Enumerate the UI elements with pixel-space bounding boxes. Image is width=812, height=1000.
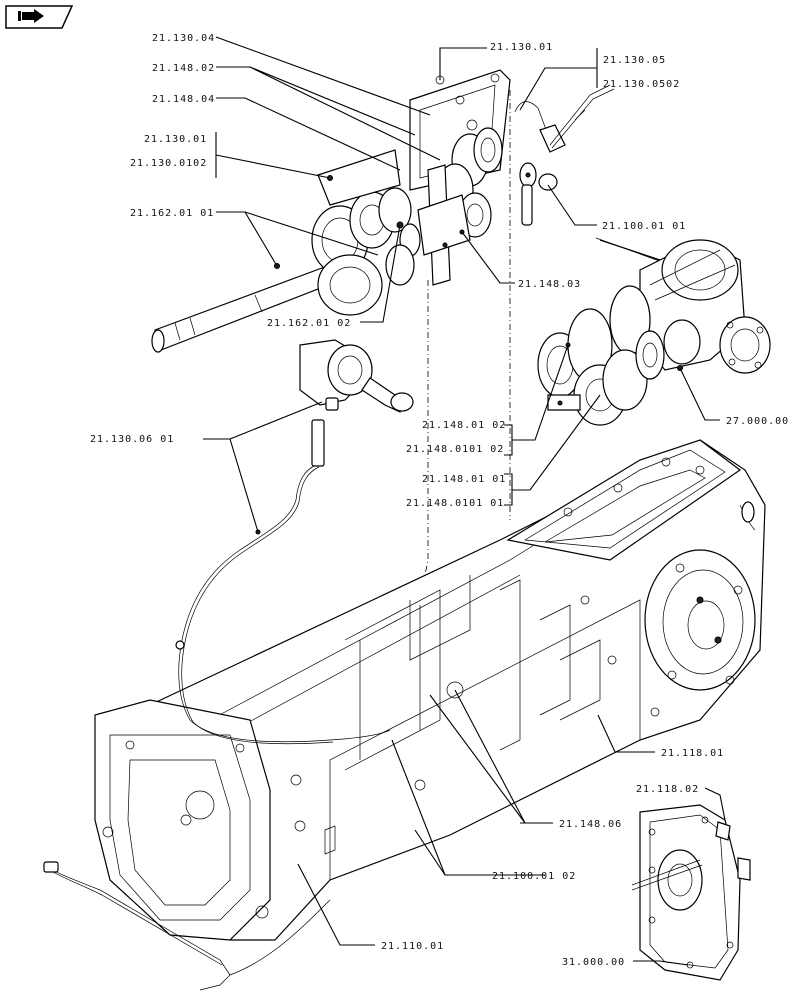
callout-21-148-0101-01[interactable]: 21.148.0101 01 (406, 498, 504, 509)
callout-21-130-0502[interactable]: 21.130.0502 (603, 79, 680, 90)
range-gear-pack (537, 285, 665, 426)
pto-unit (631, 804, 751, 981)
callout-21-162-01-02[interactable]: 21.162.01 02 (267, 318, 351, 329)
gearbox-cover (317, 69, 511, 206)
callout-21-148-01-01[interactable]: 21.148.01 01 (422, 474, 506, 485)
callout-21-130-0102[interactable]: 21.130.0102 (130, 158, 207, 169)
callout-21-130-01-left[interactable]: 21.130.01 (144, 134, 207, 145)
callout-21-162-01-01[interactable]: 21.162.01 01 (130, 208, 214, 219)
callout-21-148-03[interactable]: 21.148.03 (518, 279, 581, 290)
gear-stack (417, 127, 503, 286)
transmission-housing (43, 439, 766, 991)
input-shaft (151, 263, 337, 353)
callout-21-130-04[interactable]: 21.130.04 (152, 33, 215, 44)
callout-21-148-04[interactable]: 21.148.04 (152, 94, 215, 105)
callout-21-148-06[interactable]: 21.148.06 (559, 819, 622, 830)
callout-21-110-01[interactable]: 21.110.01 (381, 941, 444, 952)
callout-21-148-0101-02[interactable]: 21.148.0101 02 (406, 444, 504, 455)
callout-21-148-01-02[interactable]: 21.148.01 02 (422, 420, 506, 431)
callout-21-118-01[interactable]: 21.118.01 (661, 748, 724, 759)
shift-forks (514, 84, 615, 226)
callout-21-100-01-01[interactable]: 21.100.01 01 (602, 221, 686, 232)
callout-21-100-01-02[interactable]: 21.100.01 02 (492, 871, 576, 882)
callout-21-148-02[interactable]: 21.148.02 (152, 63, 215, 74)
callout-27-000-00[interactable]: 27.000.00 (726, 416, 789, 427)
forward-arrow-icon[interactable] (4, 4, 74, 30)
callout-21-130-05[interactable]: 21.130.05 (603, 55, 666, 66)
callout-21-118-02[interactable]: 21.118.02 (636, 784, 699, 795)
callout-21-130-06-01[interactable]: 21.130.06 01 (90, 434, 174, 445)
callout-31-000-00[interactable]: 31.000.00 (562, 957, 625, 968)
shift-cable (175, 339, 414, 745)
callout-21-130-01-top[interactable]: 21.130.01 (490, 42, 553, 53)
input-gear-cluster (311, 187, 421, 316)
leader-lines (203, 36, 726, 966)
